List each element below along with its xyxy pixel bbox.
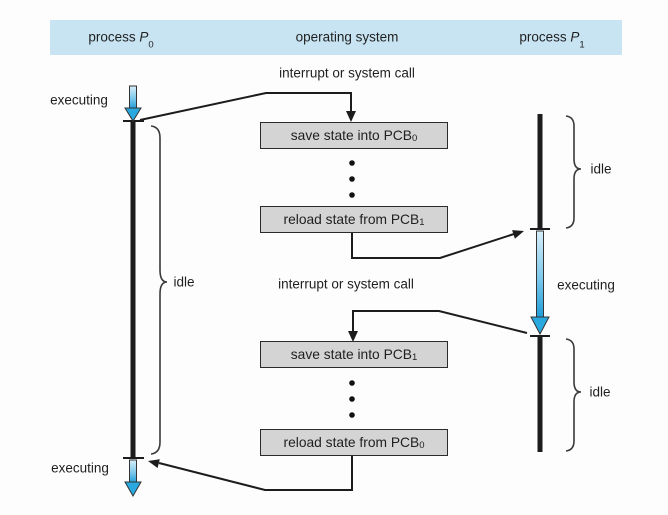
arrow-interrupt-2 bbox=[348, 310, 528, 342]
interrupt-label-2: interrupt or system call bbox=[278, 276, 414, 292]
box-save-state-pcb1-text: save state into PCB bbox=[290, 347, 412, 362]
process-p1-prefix: process bbox=[519, 29, 571, 45]
idle-brace-right-bottom bbox=[565, 338, 582, 452]
header-label-process-p1: process P1 bbox=[519, 29, 584, 50]
arrow-interrupt-1 bbox=[139, 92, 356, 122]
arrow-dispatch-p0 bbox=[148, 456, 353, 491]
process-p0-subscript: 0 bbox=[148, 39, 154, 51]
idle-label-right-bottom: idle bbox=[589, 384, 611, 400]
header-bar bbox=[50, 20, 622, 55]
executing-label-p0-top: executing bbox=[50, 92, 108, 108]
arrow-dispatch-p1 bbox=[351, 230, 524, 259]
executing-label-p1: executing bbox=[557, 277, 615, 293]
process-p1-subscript: 1 bbox=[579, 39, 585, 51]
process-p1-symbol: P bbox=[570, 29, 580, 45]
interrupt-label-1: interrupt or system call bbox=[279, 65, 415, 81]
idle-label-left: idle bbox=[173, 274, 195, 290]
ellipsis-dots-bottom bbox=[349, 380, 355, 418]
header-label-process-p0: process P0 bbox=[88, 29, 153, 50]
idle-label-right-top: idle bbox=[590, 161, 612, 177]
process-p0-symbol: P bbox=[139, 29, 149, 45]
box-save-state-pcb0-text: save state into PCB bbox=[290, 128, 412, 143]
executing-label-p0-bottom: executing bbox=[51, 460, 109, 476]
idle-brace-left bbox=[150, 125, 168, 455]
executing-arrow-p0-bottom bbox=[124, 459, 142, 498]
box-reload-state-pcb1-text: reload state from PCB bbox=[283, 212, 420, 227]
executing-arrow-p1 bbox=[530, 230, 550, 336]
executing-arrow-p0-top bbox=[124, 85, 142, 122]
ellipsis-dots-top bbox=[349, 160, 355, 198]
idle-brace-right-top bbox=[565, 115, 582, 229]
header-label-operating-system: operating system bbox=[295, 29, 399, 45]
box-reload-state-pcb0-text: reload state from PCB bbox=[283, 435, 420, 450]
process-p0-prefix: process bbox=[88, 29, 140, 45]
